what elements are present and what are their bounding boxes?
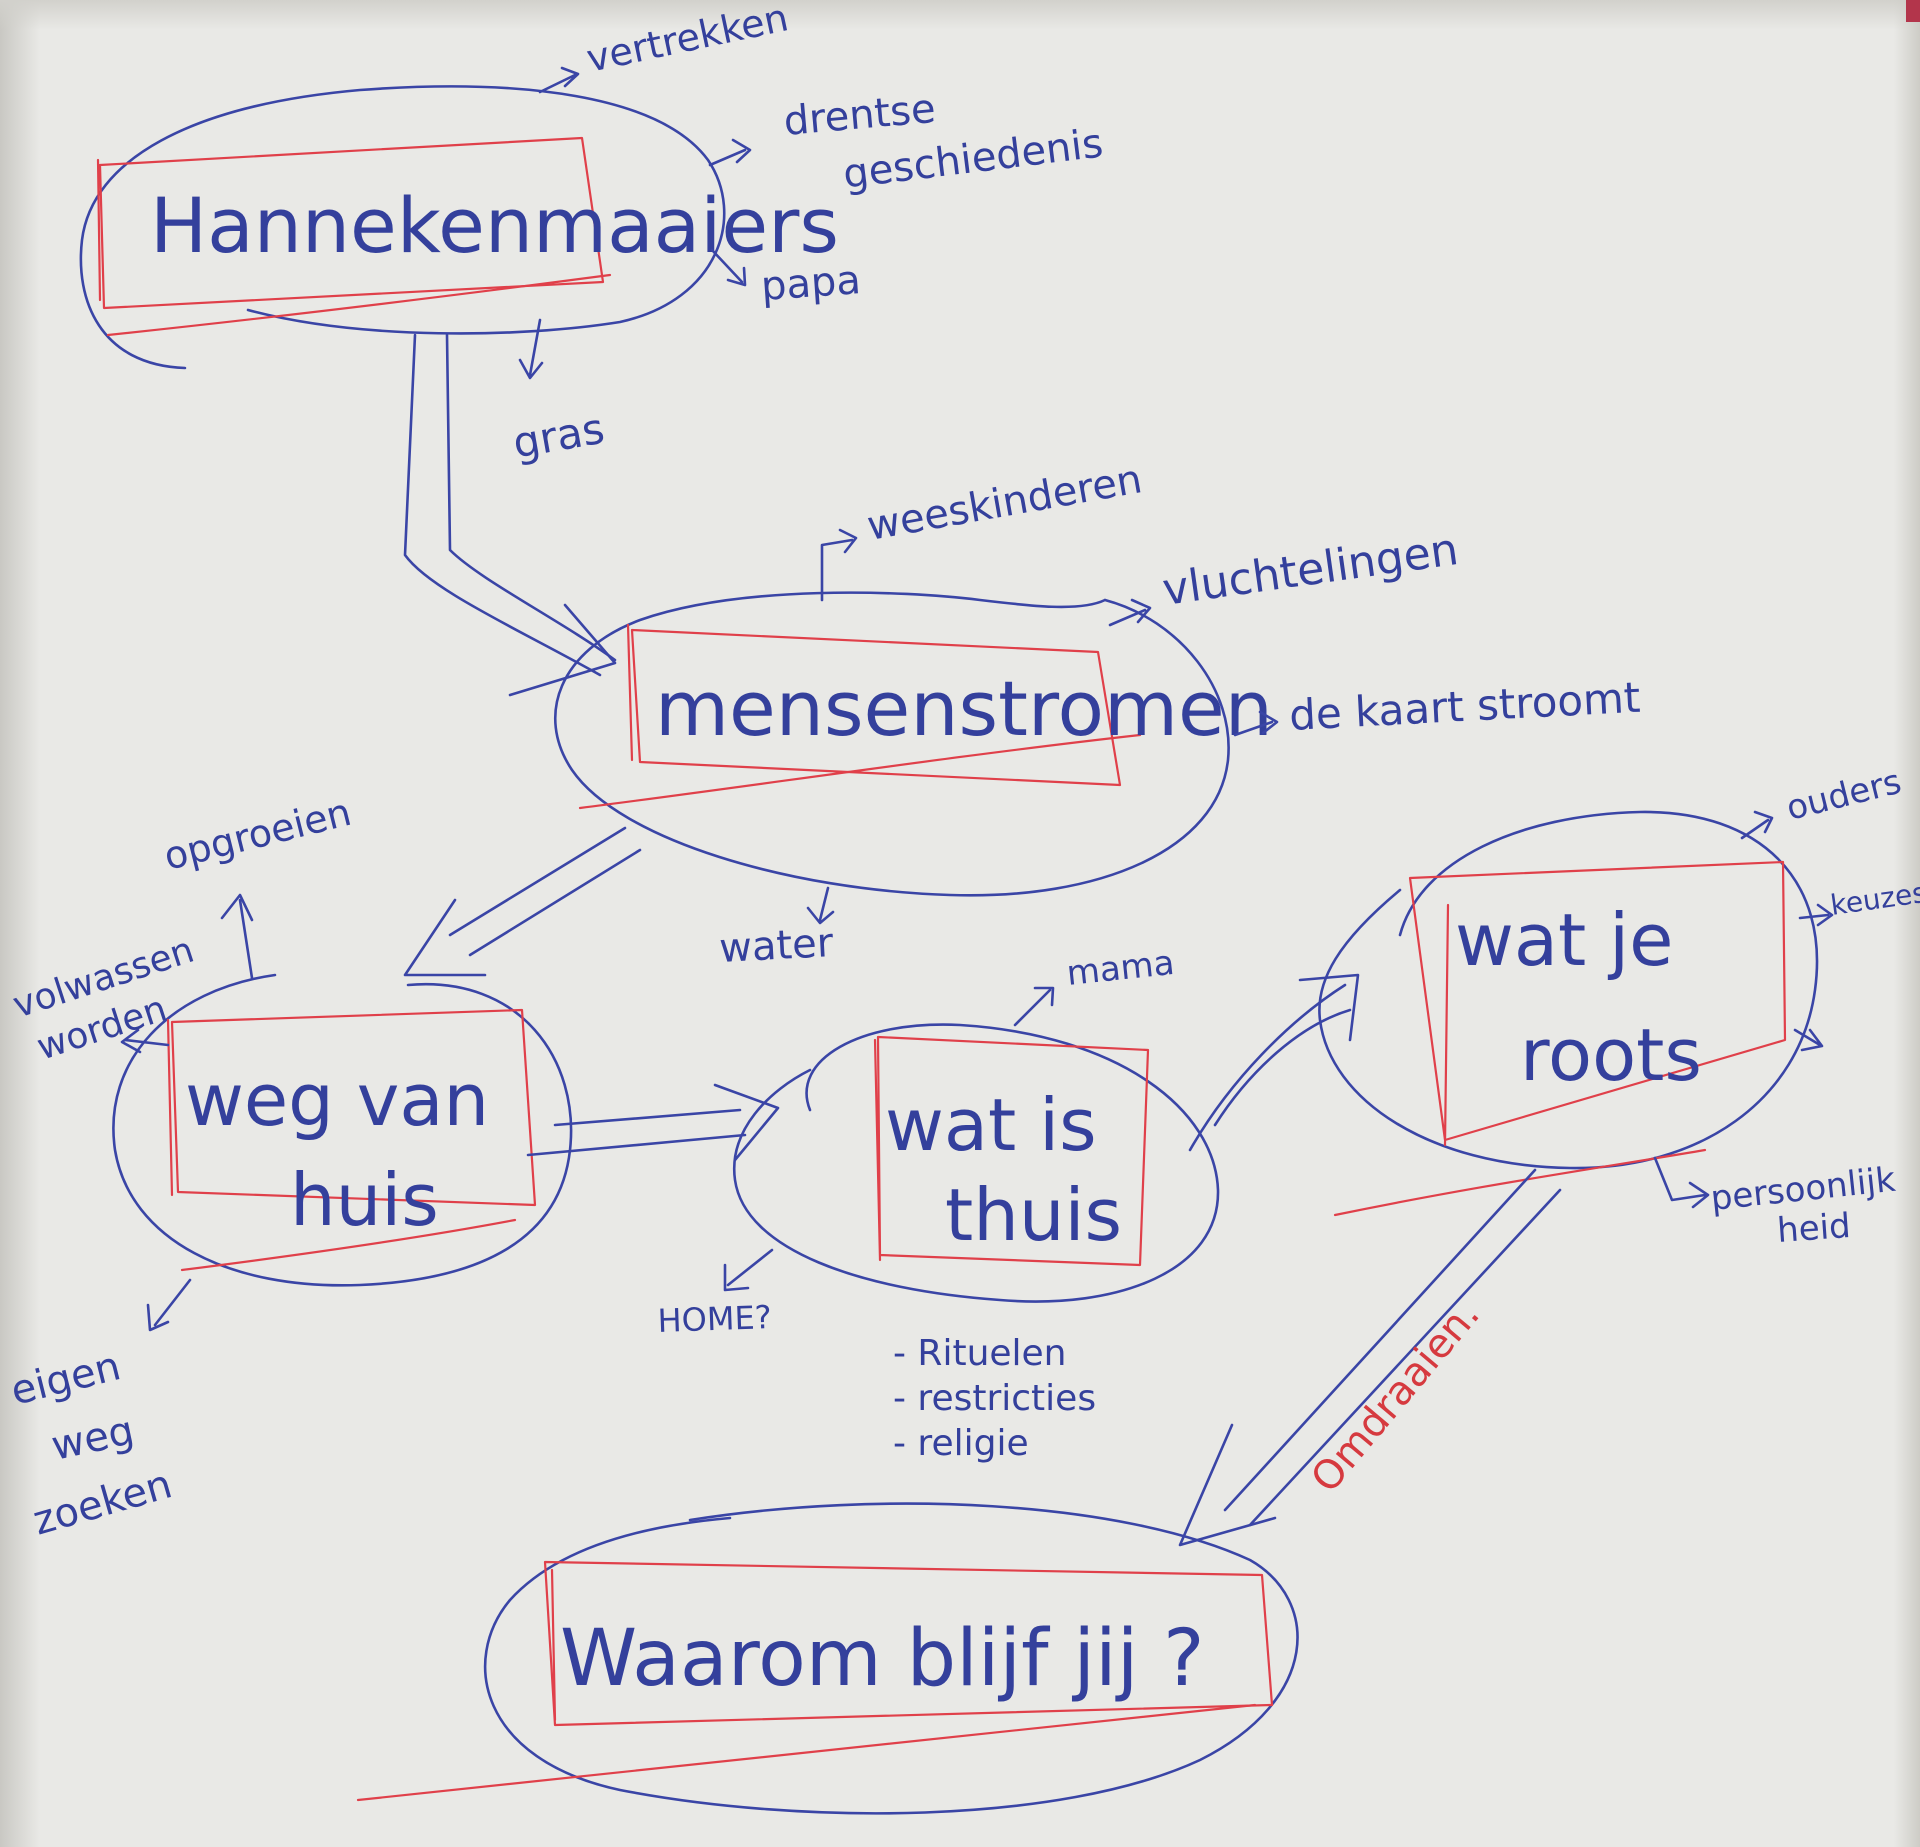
node-box: [626, 623, 1122, 787]
node-underline: [180, 1218, 517, 1272]
node-title: mensenstromen: [655, 664, 1273, 753]
page-shadow-left: [0, 0, 40, 1847]
arrow-home: [723, 1248, 774, 1292]
node-title: Hannekenmaaiers: [150, 181, 839, 270]
arrow-drentse: [708, 138, 752, 167]
note-opgroeien: opgroeien: [160, 790, 356, 879]
note-weeskinderen: weeskinderen: [864, 456, 1146, 550]
node-weg-van-huis: weg van huis opgroeien volwassen worden …: [6, 790, 573, 1545]
node-ellipse: [554, 591, 1230, 897]
arrow-hanneken-to-mensenstromen: [403, 333, 617, 697]
arrow-opgroeien: [220, 893, 254, 980]
note-zoeken: zoeken: [28, 1461, 177, 1544]
note-de-kaart-stroomt: de kaart stroomt: [1288, 673, 1642, 740]
node-wat-is-thuis: wat is thuis mama HOME? - Rituelen - res…: [657, 943, 1220, 1464]
node-ellipse: [79, 85, 726, 370]
note-keuzes: keuzes: [1828, 876, 1920, 922]
note-religie: - religie: [893, 1423, 1029, 1464]
note-home: HOME?: [657, 1298, 772, 1340]
node-title-line-2: thuis: [945, 1173, 1122, 1257]
node-box: [873, 1035, 1150, 1267]
node-box: [96, 136, 605, 310]
node-title: Waarom blijf jij ?: [560, 1614, 1205, 1704]
corner-bookmark: [1906, 0, 1920, 22]
arrow-mensenstromen-to-weg-van-huis: [403, 826, 642, 977]
node-underline: [578, 733, 1142, 810]
note-ouders: ouders: [1783, 762, 1906, 829]
note-vertrekken: vertrekken: [583, 0, 792, 81]
arrow-water: [806, 886, 835, 925]
note-weg: weg: [48, 1408, 138, 1470]
note-gras: gras: [509, 404, 608, 468]
note-heid: heid: [1776, 1206, 1852, 1251]
node-ellipse: [483, 1502, 1299, 1815]
note-restricties: - restricties: [893, 1378, 1096, 1419]
node-title-line-1: wat je: [1455, 898, 1673, 982]
node-ellipse: [1318, 810, 1819, 1170]
arrow-volwassen: [120, 1028, 170, 1054]
note-vluchtelingen: vluchtelingen: [1159, 524, 1461, 616]
note-eigen: eigen: [6, 1343, 125, 1415]
arrow-ouders: [1740, 810, 1774, 840]
node-wat-je-roots: wat je roots ouders keuzes persoonlijk h…: [1318, 762, 1920, 1251]
node-title-line-1: wat is: [885, 1083, 1097, 1167]
arrow-gras: [518, 318, 544, 380]
page-shadow-right: [1894, 0, 1920, 1847]
arrow-mama: [1013, 986, 1055, 1027]
node-title-line-1: weg van: [185, 1058, 489, 1142]
node-title-line-2: huis: [290, 1158, 439, 1242]
node-title-line-2: roots: [1520, 1013, 1702, 1097]
node-box: [166, 1008, 537, 1207]
note-mama: mama: [1065, 943, 1177, 994]
arrow-de-kaart-stroomt: [1233, 710, 1279, 737]
arrow-papa: [710, 248, 747, 287]
arrow-thuis-to-roots: [1188, 973, 1360, 1152]
node-underline: [1333, 1148, 1707, 1217]
node-box: [1408, 860, 1787, 1147]
node-waarom-blijf-jij: Waarom blijf jij ?: [356, 1502, 1299, 1815]
node-hannekemaaiers: Hannekenmaaiers vertrekken drentse gesch…: [79, 0, 1105, 468]
page-shadow-top: [0, 0, 1920, 30]
node-underline: [106, 273, 612, 337]
arrow-weg-to-thuis: [526, 1083, 780, 1162]
arrow-keuzes: [1798, 903, 1834, 927]
note-rituelen: - Rituelen: [893, 1333, 1067, 1374]
node-underline: [356, 1703, 1257, 1802]
arrow-roots-to-waarom: Omdraaien.: [1178, 1168, 1562, 1547]
arrow-vertrekken: [538, 66, 580, 94]
note-papa: papa: [759, 257, 862, 310]
note-drentse: drentse: [782, 86, 937, 145]
node-ellipse: [112, 973, 573, 1287]
arrow-persoonlijkheid: [1653, 1156, 1710, 1209]
node-mensenstromen: mensenstromen weeskinderen vluchtelingen…: [554, 456, 1642, 972]
arrow-vluchtelingen: [1108, 598, 1152, 627]
node-box: [543, 1560, 1274, 1727]
arrow-roots-side: [1793, 1028, 1824, 1052]
note-water: water: [718, 920, 835, 972]
arrow-eigen-weg: [146, 1278, 192, 1332]
arrow-weeskinderen: [820, 528, 858, 602]
node-ellipse: [732, 1023, 1220, 1303]
